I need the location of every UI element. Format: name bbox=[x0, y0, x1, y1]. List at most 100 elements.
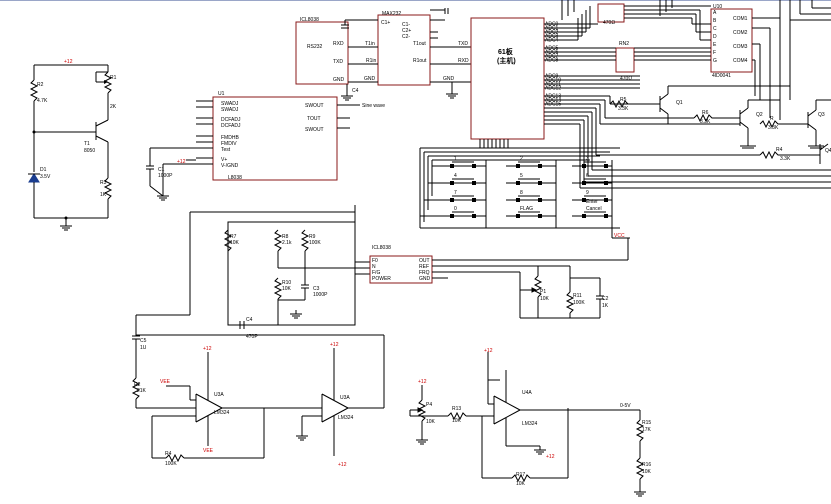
u1-pin-fmdiv: FMDIV bbox=[221, 141, 237, 147]
vcc-u3b-label: +12 bbox=[330, 342, 339, 348]
vee1-label: VEE bbox=[160, 379, 171, 385]
rtr2-label: R6 bbox=[702, 110, 709, 116]
u10-com2: COM2 bbox=[733, 30, 748, 36]
rs232-label: RS232 bbox=[307, 44, 323, 50]
r9-label: R9 bbox=[309, 234, 316, 240]
u10-com1: COM1 bbox=[733, 16, 748, 22]
icl8038-section: R7 10K R8 2.1k R9 100K R10 10K C3 1000P … bbox=[132, 205, 629, 378]
u10-label: U10 bbox=[713, 4, 722, 10]
u1-pin-swout1: SWOUT bbox=[305, 103, 324, 109]
mcu-rxd: RXD bbox=[458, 58, 469, 64]
key-switch: FLAG bbox=[516, 206, 542, 218]
max232-c1minus: C1- bbox=[402, 22, 410, 28]
mcu-adc-pins: ADC0ADC1ADC2ADC3ADC4ADC5ADC6ADC7ADC8ADC9… bbox=[545, 22, 561, 108]
u1-pin-dcfadj2: DCFADJ bbox=[221, 123, 241, 129]
serial-interface: ICL8038 RS232 RXD TXD GND MAX232 C1+ C1-… bbox=[295, 8, 471, 101]
p1-value: 10K bbox=[540, 296, 550, 302]
max232-r1out: R1out bbox=[413, 58, 427, 64]
rs232-rxd: RXD bbox=[333, 41, 344, 47]
u1-pin-dcfadj1: DCFADJ bbox=[221, 117, 241, 123]
key-switch: 9 bbox=[582, 190, 608, 202]
max232-c2minus: C2- bbox=[402, 34, 410, 40]
key-label: FLAG bbox=[520, 206, 533, 212]
u4a-name: LM324 bbox=[522, 421, 538, 427]
key-label: 0 bbox=[454, 206, 457, 212]
r10-value: 10K bbox=[282, 286, 292, 292]
r4-label: R4 bbox=[165, 451, 172, 457]
key-switch: 2 bbox=[516, 156, 542, 168]
key-switch: 5 bbox=[516, 173, 542, 185]
u1-pin-vminus: V-/GND bbox=[221, 163, 239, 169]
rp1-label: 470Ω bbox=[603, 20, 615, 26]
r2-value: 4.7K bbox=[37, 98, 48, 104]
rtr1-value: 3.3K bbox=[618, 106, 629, 112]
p1-label: P1 bbox=[540, 289, 546, 295]
r1-label: R1 bbox=[110, 75, 117, 81]
u1-pin-tout: TOUT bbox=[307, 116, 321, 122]
rp2-label: 470Ω bbox=[620, 76, 632, 82]
u10-com3: COM3 bbox=[733, 44, 748, 50]
r7-label: R7 bbox=[230, 234, 237, 240]
vee-u3a-label: VEE bbox=[203, 448, 214, 454]
t1-value: 8050 bbox=[84, 148, 95, 154]
key-switch: 3 bbox=[582, 156, 608, 168]
c1-label: C1 bbox=[158, 167, 165, 173]
r7-value: 10K bbox=[230, 240, 240, 246]
max232-r1in: R1in bbox=[366, 58, 377, 64]
c5-label: C5 bbox=[140, 338, 147, 344]
vcc-c1-label: +12 bbox=[177, 159, 186, 165]
p4-label: P4 bbox=[426, 402, 432, 408]
u10-seg-a: A bbox=[713, 10, 717, 16]
rs232-gnd: GND bbox=[333, 77, 345, 83]
q2-label: Q2 bbox=[756, 112, 763, 118]
filter-stage: C5 1U bbox=[131, 334, 385, 468]
u4a-label: U4A bbox=[522, 390, 532, 396]
max232-gnd: GND bbox=[364, 76, 376, 82]
r2-label: R2 bbox=[37, 82, 44, 88]
mcu-subtitle: (主机) bbox=[497, 56, 516, 65]
key-label: 4 bbox=[454, 173, 457, 179]
icl-pin-gnd: GND bbox=[419, 276, 431, 282]
icl-pin-n: N bbox=[372, 264, 376, 270]
r11-value: 100K bbox=[573, 300, 585, 306]
u3a-label: U3A bbox=[214, 392, 224, 398]
r1-value: 2K bbox=[110, 104, 117, 110]
icl-pin-fg: F/G bbox=[372, 270, 380, 276]
rtr3-value: 3.3K bbox=[768, 125, 779, 131]
rtr4-value: 3.3K bbox=[780, 156, 791, 162]
t1-label: T1 bbox=[84, 141, 90, 147]
r8-value: 2.1k bbox=[282, 240, 292, 246]
r4-value: 100K bbox=[165, 461, 177, 467]
mcu-title: 61板 bbox=[498, 47, 514, 56]
icl-pin-frq: FRQ bbox=[419, 270, 430, 276]
key-switch: 8 bbox=[516, 190, 542, 202]
key-switch: 1 bbox=[450, 156, 476, 168]
r12-value: 21K bbox=[137, 388, 147, 394]
u10-seg-g: G bbox=[713, 58, 717, 64]
key-switch: 0 bbox=[450, 206, 476, 218]
c3-label: C3 bbox=[313, 286, 320, 292]
vee-u4a-label: +12 bbox=[546, 454, 555, 460]
u1-name: L8038 bbox=[228, 175, 242, 181]
u3a-name: LM324 bbox=[214, 410, 230, 416]
key-switch: 7 bbox=[450, 190, 476, 202]
sine-wave-label: Sine wave bbox=[362, 103, 385, 109]
icl-pin-f0: F0 bbox=[372, 258, 378, 264]
u10-seg-b: B bbox=[713, 18, 717, 24]
key-label: 7 bbox=[454, 190, 457, 196]
mcu-block: 61板 (主机) ADC0ADC1ADC2ADC3ADC4ADC5ADC6ADC… bbox=[470, 17, 561, 148]
rtr2-value: 3.3K bbox=[700, 119, 711, 125]
c2-label: C2 bbox=[602, 296, 609, 302]
q3-label: Q3 bbox=[818, 112, 825, 118]
r9-value: 100K bbox=[309, 240, 321, 246]
r-u4-in-label: R13 bbox=[452, 406, 461, 412]
u10-seg-d: D bbox=[713, 34, 717, 40]
vcc-r2-label: +12 bbox=[64, 59, 73, 65]
key-label: 2 bbox=[520, 156, 523, 162]
vcc-u3a-label: +12 bbox=[203, 346, 212, 352]
r3-label: R3 bbox=[100, 180, 107, 186]
